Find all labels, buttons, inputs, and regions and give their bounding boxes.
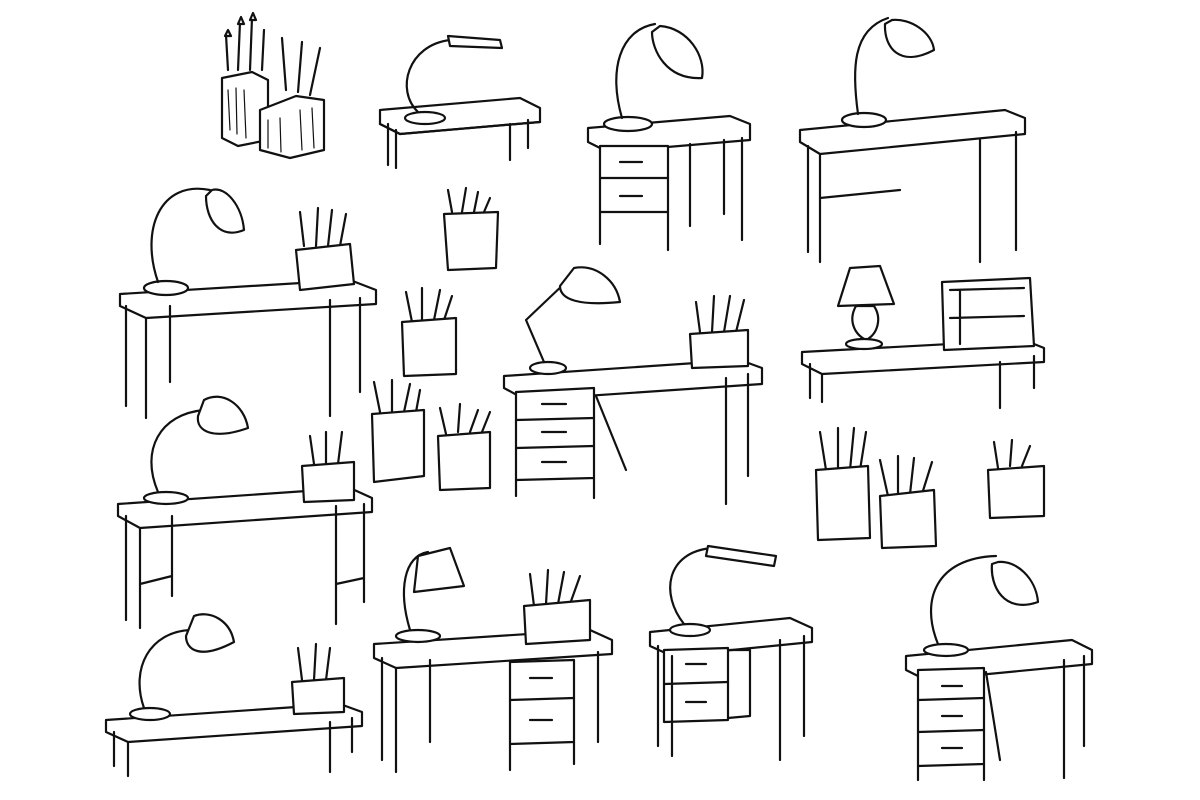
low-table-with-table-lamp-and-shelf: [800, 264, 1046, 410]
pencil-cup-icon: [814, 426, 872, 542]
pencil-cup-icon: [370, 378, 426, 484]
shelf-unit-icon: [940, 276, 1036, 352]
dome-lamp-icon: [142, 395, 250, 506]
desk-with-three-drawers-and-lamp: [904, 554, 1094, 782]
writing-desk-with-lamp-and-pencil-cup: [116, 395, 374, 630]
arm-lamp-icon: [668, 544, 778, 638]
pencil-cup-icon: [878, 454, 938, 550]
pencil-cup: [370, 186, 500, 492]
desk-with-drawers-lamp-and-pencil-cup: [502, 266, 764, 506]
pencil-cup-icon: [294, 206, 356, 292]
desk-lamp-icon: [840, 16, 936, 129]
desk-with-drawers-and-dome-lamp: [586, 22, 752, 252]
pencil-cup-icon: [400, 286, 458, 378]
desk-with-hanging-drawers-and-arm-lamp: [648, 544, 814, 762]
dome-lamp-icon: [524, 266, 622, 376]
dome-lamp-icon: [922, 554, 1040, 658]
pencil-cup-icon: [986, 438, 1046, 520]
pencils-icon: [223, 11, 322, 97]
desk-with-lamp-and-pencil-cup: [118, 187, 378, 420]
desk-lamp-icon: [394, 546, 466, 644]
coffee-table-with-lamp-and-pencil-cup: [104, 613, 364, 778]
desk-low-with-arm-lamp: [378, 34, 542, 170]
desk-lamp-icon: [128, 613, 236, 722]
pencil-cup: [814, 426, 1046, 550]
pencil-cup-icon: [436, 402, 492, 492]
desk-lamp-icon: [142, 187, 246, 297]
pencil-cup-icon: [300, 430, 356, 504]
table-lamp-icon: [836, 264, 896, 351]
arm-lamp-icon: [403, 34, 504, 126]
pencil-cup-icon: [290, 642, 346, 716]
pencil-cup-icon: [442, 186, 500, 272]
desk-with-drawer-pedestal-lamp-and-pencil-cup: [372, 546, 614, 774]
dome-lamp-icon: [602, 22, 704, 133]
pencil-cup-icon: [522, 568, 592, 646]
pencil-organizer: [220, 11, 326, 160]
desk-tall-with-lamp: [798, 16, 1027, 264]
pencil-cup-icon: [688, 294, 750, 370]
